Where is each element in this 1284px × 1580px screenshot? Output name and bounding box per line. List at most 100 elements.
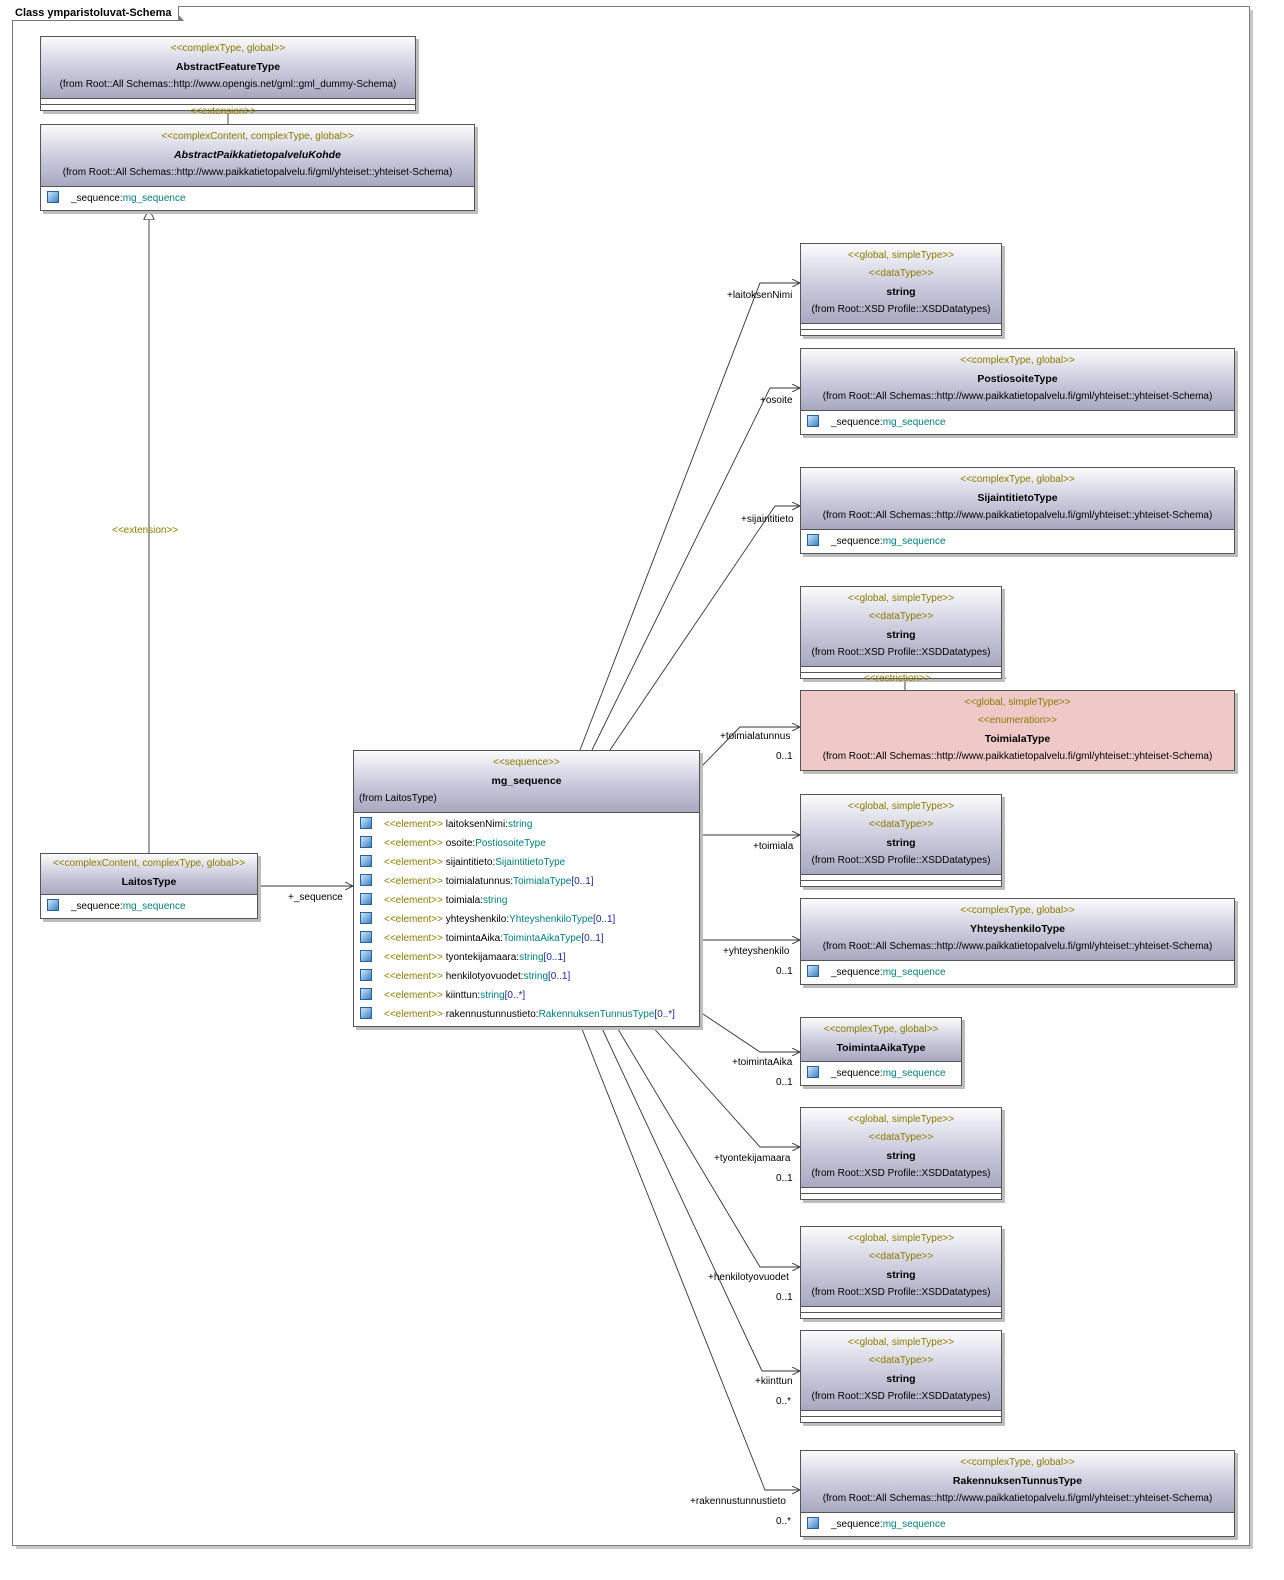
class-string[interactable]: <<global, simpleType>> <<dataType>> stri… bbox=[800, 794, 1002, 887]
attribute-icon bbox=[807, 415, 819, 427]
class-name: RakennuksenTunnusType bbox=[952, 1475, 1083, 1487]
element-row[interactable]: <<element>> toimiala:string bbox=[360, 891, 699, 910]
class-string[interactable]: <<global, simpleType>> <<dataType>> stri… bbox=[800, 1107, 1002, 1200]
class-string[interactable]: <<global, simpleType>> <<dataType>> stri… bbox=[800, 1330, 1002, 1423]
attribute-row[interactable]: _sequence:mg_sequence bbox=[807, 413, 1234, 432]
operation-compartment bbox=[801, 881, 1001, 886]
attribute-icon bbox=[807, 965, 819, 977]
association-toimintaAika bbox=[699, 1011, 800, 1052]
element-icon bbox=[360, 817, 372, 829]
attribute-compartment bbox=[41, 99, 415, 105]
role-label: +kiinttun bbox=[755, 1376, 793, 1387]
frame-shadow bbox=[1249, 10, 1253, 1548]
stereotype: <<global, simpleType>> bbox=[847, 801, 955, 812]
class-toimiala-type[interactable]: <<global, simpleType>> <<enumeration>> T… bbox=[800, 690, 1235, 771]
package-path: (from LaitosType) bbox=[359, 793, 437, 804]
element-row[interactable]: <<element>> kiinttun:string[0..*] bbox=[360, 986, 699, 1005]
role-label: +toimintaAika bbox=[732, 1057, 793, 1068]
class-name: string bbox=[886, 1150, 916, 1162]
association-tyontekijamaara bbox=[649, 1023, 800, 1147]
attribute-row[interactable]: _sequence:mg_sequence bbox=[807, 963, 1234, 982]
role-label: +rakennustunnustieto bbox=[690, 1496, 786, 1507]
association-toimialatunnus bbox=[699, 727, 800, 769]
attribute-compartment bbox=[801, 1307, 1001, 1313]
multiplicity-label: 0..* bbox=[776, 1396, 792, 1407]
class-toiminta-aika-type[interactable]: <<complexType, global>> ToimintaAikaType… bbox=[800, 1017, 962, 1086]
stereotype: <<sequence>> bbox=[493, 757, 560, 768]
class-name: string bbox=[886, 286, 916, 298]
element-row[interactable]: <<element>> laitoksenNimi:string bbox=[360, 815, 699, 834]
stereotype: <<enumeration>> bbox=[978, 715, 1057, 726]
package-path: (from Root::All Schemas::http://www.paik… bbox=[62, 167, 453, 178]
class-yhteyshenkilo-type[interactable]: <<complexType, global>> YhteyshenkiloTyp… bbox=[800, 898, 1235, 985]
element-row[interactable]: <<element>> toimialatunnus:ToimialaType[… bbox=[360, 872, 699, 891]
element-icon bbox=[360, 950, 372, 962]
attribute-row[interactable]: _sequence:mg_sequence bbox=[807, 1064, 961, 1083]
attribute-compartment bbox=[801, 1188, 1001, 1194]
element-row[interactable]: <<element>> yhteyshenkilo:YhteyshenkiloT… bbox=[360, 910, 699, 929]
element-row[interactable]: <<element>> tyontekijamaara:string[0..1] bbox=[360, 948, 699, 967]
package-path: (from Root::All Schemas::http://www.open… bbox=[59, 79, 397, 90]
association-kiinttun bbox=[599, 1023, 800, 1371]
class-mg-sequence[interactable]: <<sequence>> mg_sequence (from LaitosTyp… bbox=[353, 750, 700, 1027]
class-sijaintitieto-type[interactable]: <<complexType, global>> SijaintitietoTyp… bbox=[800, 467, 1235, 554]
stereotype: <<global, simpleType>> bbox=[964, 697, 1071, 708]
class-laitos-type[interactable]: <<complexContent, complexType, global>> … bbox=[40, 853, 258, 919]
class-string[interactable]: <<global, simpleType>> <<dataType>> stri… bbox=[800, 1226, 1002, 1319]
stereotype: <<dataType>> bbox=[868, 268, 934, 279]
attribute-row[interactable]: _sequence:mg_sequence bbox=[807, 1515, 1234, 1534]
class-name: ToimialaType bbox=[984, 733, 1051, 745]
attribute-row[interactable]: _sequence:mg_sequence bbox=[47, 897, 257, 916]
multiplicity-label: 0..1 bbox=[776, 1292, 793, 1303]
package-path: (from Root::All Schemas::http://www.paik… bbox=[822, 510, 1213, 521]
multiplicity-label: 0..1 bbox=[776, 751, 793, 762]
attribute-row[interactable]: _sequence:mg_sequence bbox=[807, 532, 1234, 551]
element-icon bbox=[360, 931, 372, 943]
stereotype: <<dataType>> bbox=[868, 1132, 934, 1143]
element-row[interactable]: <<element>> rakennustunnustieto:Rakennuk… bbox=[360, 1005, 699, 1024]
stereotype: <<complexContent, complexType, global>> bbox=[52, 858, 246, 869]
package-path: (from Root::XSD Profile::XSDDatatypes) bbox=[811, 647, 991, 658]
element-icon bbox=[360, 855, 372, 867]
restriction-label: <<restriction>> bbox=[864, 673, 931, 684]
element-row[interactable]: <<element>> sijaintitieto:SijaintitietoT… bbox=[360, 853, 699, 872]
attribute-icon bbox=[807, 1517, 819, 1529]
stereotype: <<dataType>> bbox=[868, 1251, 934, 1262]
stereotype: <<dataType>> bbox=[868, 1355, 934, 1366]
attribute-compartment bbox=[801, 875, 1001, 881]
class-string[interactable]: <<global, simpleType>> <<dataType>> stri… bbox=[800, 243, 1002, 336]
stereotype: <<complexType, global>> bbox=[960, 355, 1075, 366]
diagram-title: Class ymparistoluvat-Schema bbox=[12, 6, 184, 21]
stereotype: <<complexType, global>> bbox=[960, 1457, 1075, 1468]
attribute-icon bbox=[47, 191, 59, 203]
package-path: (from Root::All Schemas::http://www.paik… bbox=[822, 751, 1213, 762]
package-path: (from Root::XSD Profile::XSDDatatypes) bbox=[811, 1391, 991, 1402]
role-label: +yhteyshenkilo bbox=[723, 946, 790, 957]
package-path: (from Root::XSD Profile::XSDDatatypes) bbox=[811, 1287, 991, 1298]
package-path: (from Root::All Schemas::http://www.paik… bbox=[822, 391, 1213, 402]
element-row[interactable]: <<element>> henkilotyovuodet:string[0..1… bbox=[360, 967, 699, 986]
class-name: string bbox=[886, 1373, 916, 1385]
multiplicity-label: 0..1 bbox=[776, 1077, 793, 1088]
role-label: +toimialatunnus bbox=[720, 731, 791, 742]
attribute-icon bbox=[47, 899, 59, 911]
role-label: +laitoksenNimi bbox=[727, 290, 793, 301]
class-abstract-paikkatietopalvelu-kohde[interactable]: <<complexContent, complexType, global>> … bbox=[40, 124, 475, 211]
role-label: +sijaintitieto bbox=[741, 514, 794, 525]
association-laitoksenNimi bbox=[579, 283, 800, 751]
operation-compartment bbox=[801, 1417, 1001, 1422]
element-row[interactable]: <<element>> toimintaAika:ToimintaAikaTyp… bbox=[360, 929, 699, 948]
package-path: (from Root::XSD Profile::XSDDatatypes) bbox=[811, 1168, 991, 1179]
element-icon bbox=[360, 1007, 372, 1019]
element-row[interactable]: <<element>> osoite:PostiosoiteType bbox=[360, 834, 699, 853]
sequence-role-label: +_sequence bbox=[288, 892, 343, 903]
class-postiosoite-type[interactable]: <<complexType, global>> PostiosoiteType … bbox=[800, 348, 1235, 435]
multiplicity-label: 0..1 bbox=[776, 966, 793, 977]
class-name: mg_sequence bbox=[491, 775, 562, 787]
class-name: LaitosType bbox=[121, 876, 177, 888]
attribute-compartment bbox=[801, 324, 1001, 330]
class-string[interactable]: <<global, simpleType>> <<dataType>> stri… bbox=[800, 586, 1002, 679]
class-abstract-feature-type[interactable]: <<complexType, global>> AbstractFeatureT… bbox=[40, 36, 416, 111]
attribute-row[interactable]: _sequence:mg_sequence bbox=[47, 189, 474, 208]
class-rakennuksen-tunnus-type[interactable]: <<complexType, global>> RakennuksenTunnu… bbox=[800, 1450, 1235, 1537]
